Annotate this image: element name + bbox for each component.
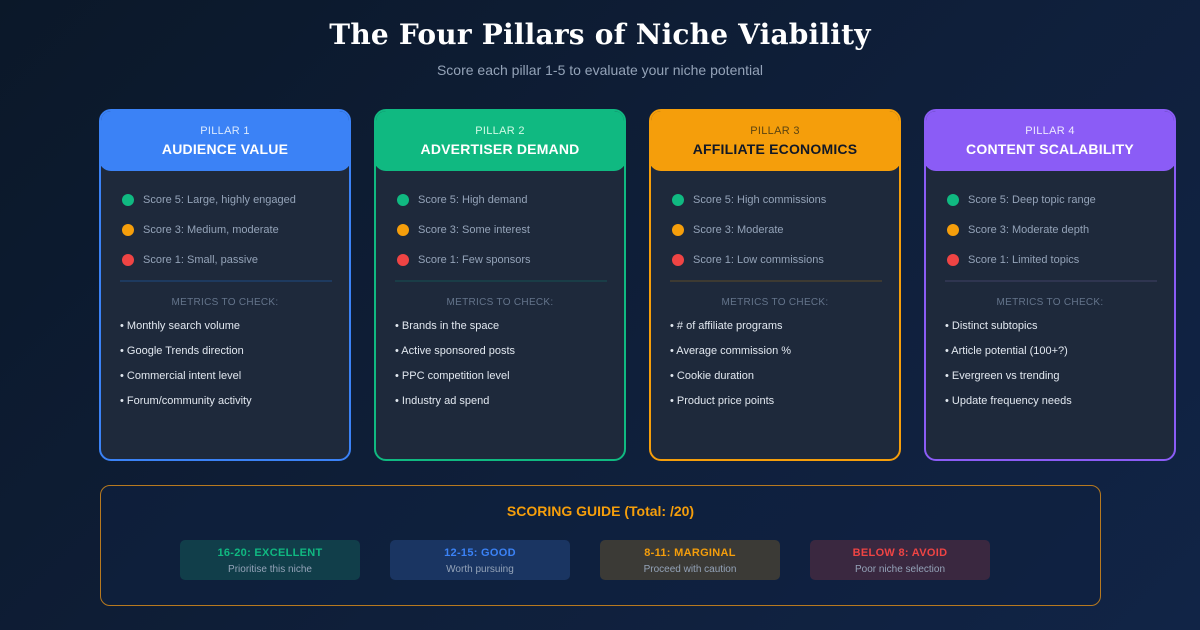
metric-item: • Commercial intent level [120,370,242,382]
metric-item: • Forum/community activity [120,395,252,407]
tier-label: 8-11: MARGINAL [644,547,736,559]
tier-description: Proceed with caution [643,564,737,575]
metric-item: • Cookie duration [670,370,754,382]
score-text: Score 5: High demand [418,194,528,206]
score-row: Score 3: Moderate depth [947,222,1089,238]
score-row: Score 3: Moderate [672,222,784,238]
pillar-number: PILLAR 4 [1025,125,1075,137]
metric-item: • # of affiliate programs [670,320,783,332]
metric-item: • Evergreen vs trending [945,370,1060,382]
pillar-card-audience-value: PILLAR 1 AUDIENCE VALUE Score 5: Large, … [99,109,351,461]
score-text: Score 1: Limited topics [968,254,1080,266]
tier-description: Prioritise this niche [228,564,312,575]
metrics-label: METRICS TO CHECK: [996,297,1104,308]
score-row: Score 1: Few sponsors [397,252,531,268]
pillar-number: PILLAR 1 [200,125,250,137]
score-row: Score 5: Deep topic range [947,192,1096,208]
score-tier-excellent: 16-20: EXCELLENT Prioritise this niche [180,540,360,580]
scoring-guide: SCORING GUIDE (Total: /20) 16-20: EXCELL… [100,485,1101,606]
score-text: Score 1: Small, passive [143,254,258,266]
score-3-dot-icon [672,224,684,236]
score-5-dot-icon [947,194,959,206]
score-row: Score 5: High commissions [672,192,826,208]
score-3-dot-icon [397,224,409,236]
metric-item: • Monthly search volume [120,320,241,332]
score-1-dot-icon [672,254,684,266]
pillar-name: AUDIENCE VALUE [161,141,289,157]
metric-item: • Google Trends direction [120,345,244,357]
metric-item: • Industry ad spend [395,395,490,407]
tier-description: Poor niche selection [854,564,946,575]
score-text: Score 5: High commissions [693,194,827,206]
score-tier-marginal: 8-11: MARGINAL Proceed with caution [600,540,780,580]
metrics-label: METRICS TO CHECK: [171,297,279,308]
score-row: Score 5: Large, highly engaged [122,192,296,208]
pillar-number: PILLAR 3 [750,125,800,137]
score-text: Score 1: Few sponsors [418,254,531,266]
pillar-header: PILLAR 4 CONTENT SCALABILITY [926,111,1174,171]
score-text: Score 1: Low commissions [693,254,824,266]
score-row: Score 1: Limited topics [947,252,1079,268]
score-5-dot-icon [672,194,684,206]
score-1-dot-icon [122,254,134,266]
pillar-card-advertiser-demand: PILLAR 2 ADVERTISER DEMAND Score 5: High… [374,109,626,461]
tier-label: BELOW 8: AVOID [852,547,948,559]
metric-item: • Article potential (100+?) [945,345,1068,357]
metric-item: • Average commission % [670,345,792,357]
score-text: Score 3: Some interest [418,224,530,236]
score-text: Score 3: Medium, moderate [143,224,279,236]
pillar-name: ADVERTISER DEMAND [420,141,580,157]
score-text: Score 5: Large, highly engaged [143,194,296,206]
tier-label: 16-20: EXCELLENT [217,547,323,559]
score-tier-good: 12-15: GOOD Worth pursuing [390,540,570,580]
score-3-dot-icon [947,224,959,236]
pillar-name: AFFILIATE ECONOMICS [692,141,858,157]
divider [120,280,332,282]
pillar-name: CONTENT SCALABILITY [966,141,1134,157]
score-row: Score 5: High demand [397,192,527,208]
metric-item: • Update frequency needs [945,395,1072,407]
scoring-guide-title: SCORING GUIDE (Total: /20) [506,503,695,519]
metric-item: • Brands in the space [395,320,500,332]
score-1-dot-icon [947,254,959,266]
page-title: The Four Pillars of Niche Viability [329,18,871,51]
score-row: Score 3: Some interest [397,222,530,238]
pillar-header: PILLAR 2 ADVERTISER DEMAND [376,111,624,171]
score-1-dot-icon [397,254,409,266]
page-subtitle: Score each pillar 1-5 to evaluate your n… [436,62,764,78]
divider [670,280,882,282]
metrics-label: METRICS TO CHECK: [721,297,829,308]
divider [395,280,607,282]
pillar-card-content-scalability: PILLAR 4 CONTENT SCALABILITY Score 5: De… [924,109,1176,461]
score-row: Score 1: Small, passive [122,252,258,268]
metric-item: • Active sponsored posts [395,345,516,357]
score-text: Score 3: Moderate depth [968,224,1090,236]
pillar-header: PILLAR 3 AFFILIATE ECONOMICS [651,111,899,171]
score-row: Score 3: Medium, moderate [122,222,279,238]
pillar-number: PILLAR 2 [475,125,525,137]
metric-item: • PPC competition level [395,370,510,382]
score-3-dot-icon [122,224,134,236]
score-row: Score 1: Low commissions [672,252,824,268]
pillar-header: PILLAR 1 AUDIENCE VALUE [101,111,349,171]
score-tier-avoid: BELOW 8: AVOID Poor niche selection [810,540,990,580]
pillar-card-affiliate-economics: PILLAR 3 AFFILIATE ECONOMICS Score 5: Hi… [649,109,901,461]
score-text: Score 3: Moderate [693,224,784,236]
divider [945,280,1157,282]
metric-item: • Distinct subtopics [945,320,1038,332]
score-text: Score 5: Deep topic range [968,194,1096,206]
metric-item: • Product price points [670,395,775,407]
score-5-dot-icon [122,194,134,206]
metrics-label: METRICS TO CHECK: [446,297,554,308]
tier-description: Worth pursuing [446,564,514,575]
tier-label: 12-15: GOOD [444,547,516,559]
score-5-dot-icon [397,194,409,206]
